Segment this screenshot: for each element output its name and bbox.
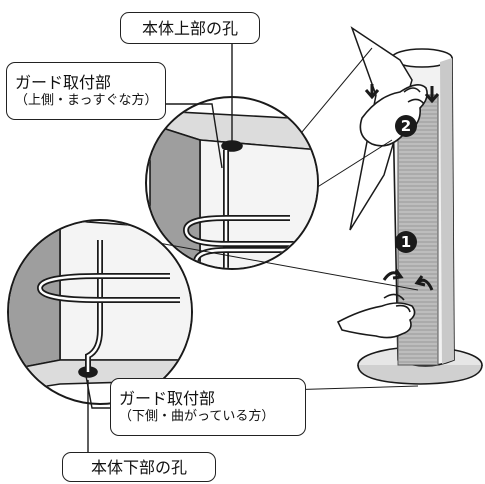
lower-zoom-circle xyxy=(7,219,419,405)
svg-text:1: 1 xyxy=(401,233,411,251)
insert-arrow-right xyxy=(414,275,434,291)
press-arrow-right xyxy=(424,86,440,104)
upper-zoom-circle xyxy=(145,47,393,270)
lower-hand xyxy=(336,293,416,339)
step-1-marker: 1 xyxy=(395,231,417,253)
insert-arrow-left xyxy=(382,269,404,281)
guard-upper-detail: （上側・まっすぐな方） xyxy=(15,93,158,108)
guard-lower-title: ガード取付部 xyxy=(119,389,216,408)
callout-leaders xyxy=(85,44,233,452)
top-hole-label-text: 本体上部の孔 xyxy=(141,18,238,38)
step-2-marker: 2 xyxy=(395,115,417,137)
guard-upper-title: ガード取付部 xyxy=(15,73,112,92)
svg-text:2: 2 xyxy=(401,117,411,135)
bottom-hole-label-text: 本体下部の孔 xyxy=(90,457,187,477)
top-hole xyxy=(221,140,243,152)
guard-lower-label: ガード取付部 （下側・曲がっている方） xyxy=(110,378,306,436)
top-hole-label: 本体上部の孔 xyxy=(120,12,260,44)
guard-upper-label: ガード取付部 （上側・まっすぐな方） xyxy=(6,62,166,120)
bottom-hole-label: 本体下部の孔 xyxy=(62,452,216,482)
guard-lower-detail: （下側・曲がっている方） xyxy=(119,409,275,424)
press-arrow-left xyxy=(364,84,380,100)
